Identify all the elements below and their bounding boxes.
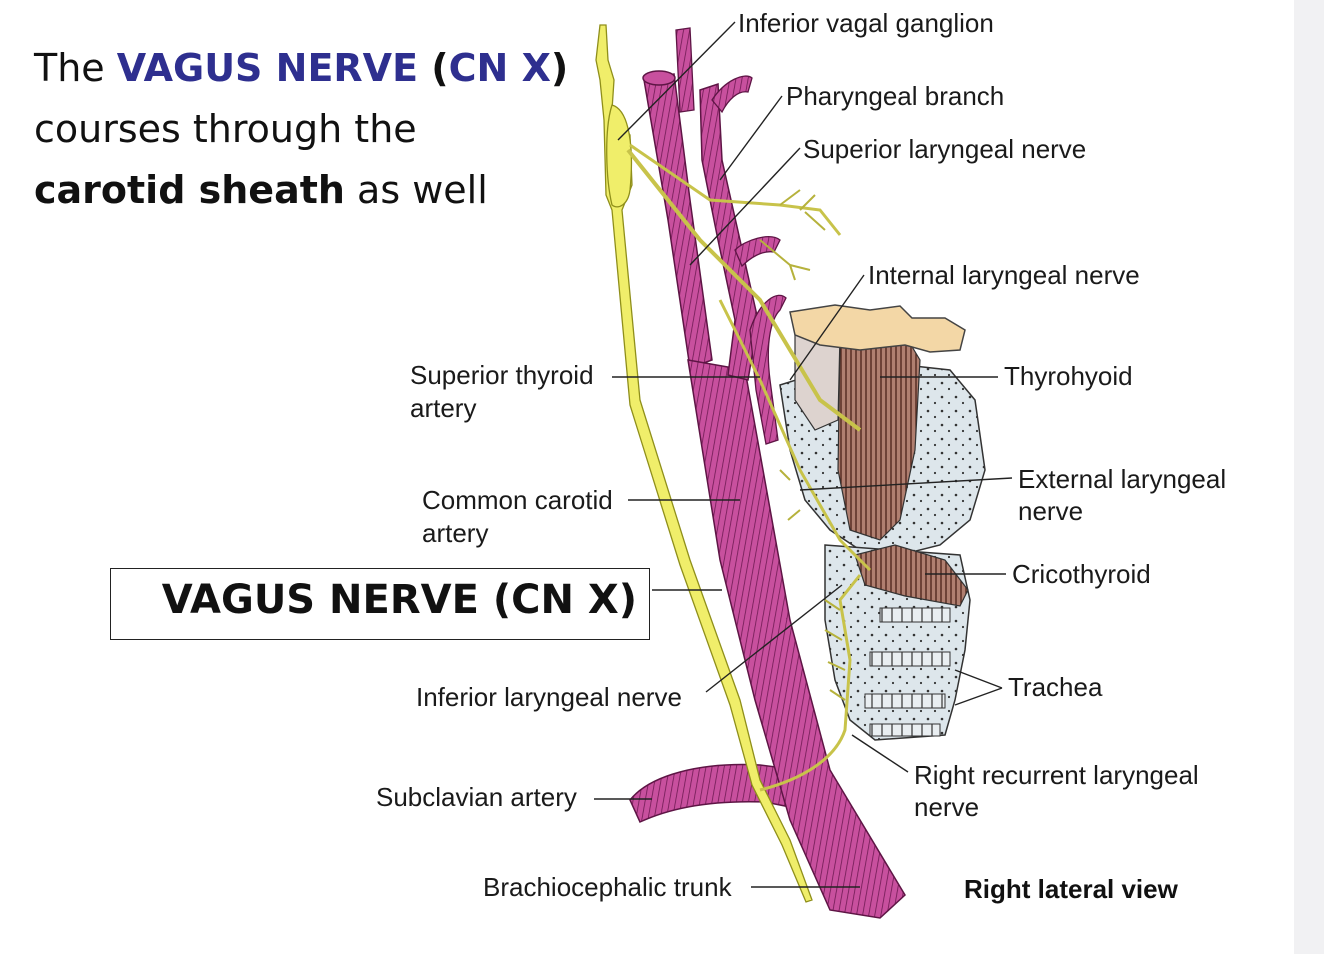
- label-common-carotid-artery-line1: Common carotid: [422, 485, 613, 515]
- leader-internal-laryngeal-nerve: [789, 274, 865, 381]
- larynx-group: [779, 304, 986, 741]
- label-inferior-vagal-ganglion: Inferior vagal ganglion: [738, 8, 994, 38]
- headline: The VAGUS NERVE (CN X) courses through t…: [34, 38, 594, 221]
- label-view: Right lateral view: [964, 874, 1179, 904]
- label-pharyngeal-branch: Pharyngeal branch: [786, 81, 1004, 111]
- headline-vagus-nerve: VAGUS NERVE: [116, 46, 419, 90]
- leader-trachea-lower: [954, 687, 1003, 706]
- leader-trachea-upper: [954, 669, 1003, 689]
- headline-as-well: as well: [344, 168, 488, 212]
- label-superior-thyroid-artery-line2: artery: [410, 393, 476, 423]
- vagus-callout-box: VAGUS NERVE (CN X): [110, 568, 650, 640]
- label-internal-laryngeal-nerve: Internal laryngeal nerve: [868, 260, 1140, 290]
- superior-laryngeal-nerve: [626, 148, 862, 432]
- headline-cn-x: CN X: [448, 46, 551, 90]
- common-carotid-artery: [687, 359, 906, 919]
- artery-group: [629, 27, 906, 919]
- headline-line-1: The VAGUS NERVE (CN X): [34, 38, 594, 99]
- internal-carotid-end: [642, 70, 676, 86]
- label-group: Inferior vagal ganglion Pharyngeal branc…: [376, 8, 1226, 904]
- tracheal-ring-1: [879, 607, 951, 623]
- label-external-laryngeal-nerve-line1: External laryngeal: [1018, 464, 1226, 494]
- tracheal-ring-3: [864, 693, 946, 709]
- label-external-laryngeal-nerve-line2: nerve: [1018, 496, 1083, 526]
- pharyngeal-plexus-twigs: [759, 189, 826, 281]
- leader-lines: [594, 21, 1013, 888]
- headline-the: The: [34, 46, 117, 90]
- leader-superior-laryngeal-nerve: [689, 147, 801, 266]
- leader-right-recurrent-laryngeal-nerve: [851, 734, 909, 773]
- label-inferior-laryngeal-nerve: Inferior laryngeal nerve: [416, 682, 682, 712]
- headline-close-paren: ): [550, 46, 569, 90]
- headline-open-paren: (: [418, 46, 449, 90]
- label-brachiocephalic-trunk: Brachiocephalic trunk: [483, 872, 733, 902]
- label-subclavian-artery: Subclavian artery: [376, 782, 577, 812]
- tracheal-ring-4: [869, 723, 941, 737]
- label-superior-thyroid-artery-line1: Superior thyroid: [410, 360, 594, 390]
- headline-line-2: courses through the: [34, 107, 417, 151]
- tracheal-ring-2: [869, 651, 951, 667]
- recurrent-nerve-twigs: [779, 469, 846, 701]
- recurrent-laryngeal-nerve: [759, 574, 862, 792]
- external-laryngeal-nerve: [718, 299, 872, 572]
- vagus-callout-text: VAGUS NERVE (CN X): [161, 577, 637, 623]
- leader-inferior-vagal-ganglion: [617, 21, 736, 141]
- internal-carotid-artery: [643, 73, 713, 370]
- artery-branch-pharyngeal: [711, 75, 753, 114]
- label-superior-laryngeal-nerve: Superior laryngeal nerve: [803, 134, 1086, 164]
- label-right-recurrent-laryngeal-nerve-line2: nerve: [914, 792, 979, 822]
- headline-carotid-sheath: carotid sheath: [34, 168, 345, 212]
- label-right-recurrent-laryngeal-nerve-line1: Right recurrent laryngeal: [914, 760, 1199, 790]
- label-cricothyroid: Cricothyroid: [1012, 559, 1151, 589]
- inferior-vagal-ganglion: [606, 104, 633, 208]
- label-common-carotid-artery-line2: artery: [422, 518, 488, 548]
- cricothyroid-muscle: [854, 544, 969, 607]
- headline-line-3: carotid sheath as well: [34, 160, 594, 221]
- label-thyrohyoid: Thyrohyoid: [1004, 361, 1133, 391]
- label-trachea: Trachea: [1008, 672, 1103, 702]
- nerve-group: [595, 24, 872, 903]
- superior-thyroid-artery: [749, 294, 787, 445]
- leader-inferior-laryngeal-nerve: [705, 584, 843, 693]
- artery-branch-top: [675, 27, 695, 113]
- leader-external-laryngeal-nerve: [799, 477, 1013, 491]
- leader-pharyngeal-branch: [719, 95, 783, 181]
- right-edge-strip: [1294, 0, 1324, 954]
- external-carotid-artery: [699, 82, 759, 381]
